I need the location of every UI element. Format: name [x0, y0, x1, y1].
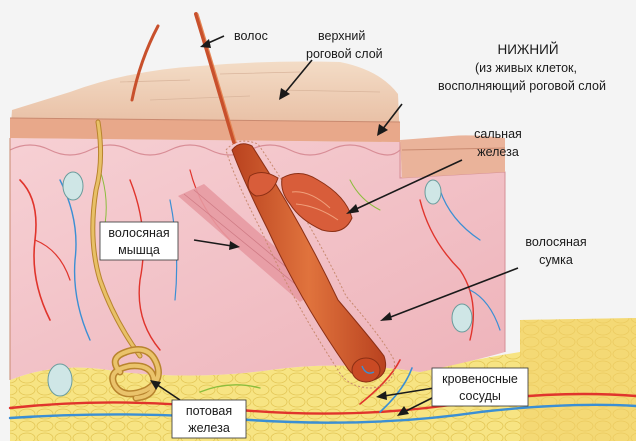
- label-vessels-line2: сосуды: [459, 389, 501, 403]
- label-upper-layer-line1: верхний: [318, 29, 365, 43]
- label-sweat-line1: потовая: [186, 404, 232, 418]
- label-sebaceous-line2: железа: [477, 145, 519, 159]
- label-sebaceous-line1: сальная: [474, 127, 522, 141]
- label-muscle-line2: мышца: [118, 243, 160, 257]
- label-upper-layer-line2: роговой слой: [306, 47, 383, 61]
- label-lower-layer-line3: восполняющий роговой слой: [438, 79, 606, 93]
- label-follicle-line2: сумка: [539, 253, 573, 267]
- label-vessels-line1: кровеносные: [442, 372, 518, 386]
- label-hair: волос: [234, 29, 268, 43]
- label-muscle-line1: волосяная: [108, 226, 169, 240]
- label-lower-layer-line1: НИЖНИЙ: [497, 42, 558, 57]
- label-follicle-line1: волосяная: [525, 235, 586, 249]
- label-lower-layer-line2: (из живых клеток,: [475, 61, 577, 75]
- label-sweat-line2: железа: [188, 421, 230, 435]
